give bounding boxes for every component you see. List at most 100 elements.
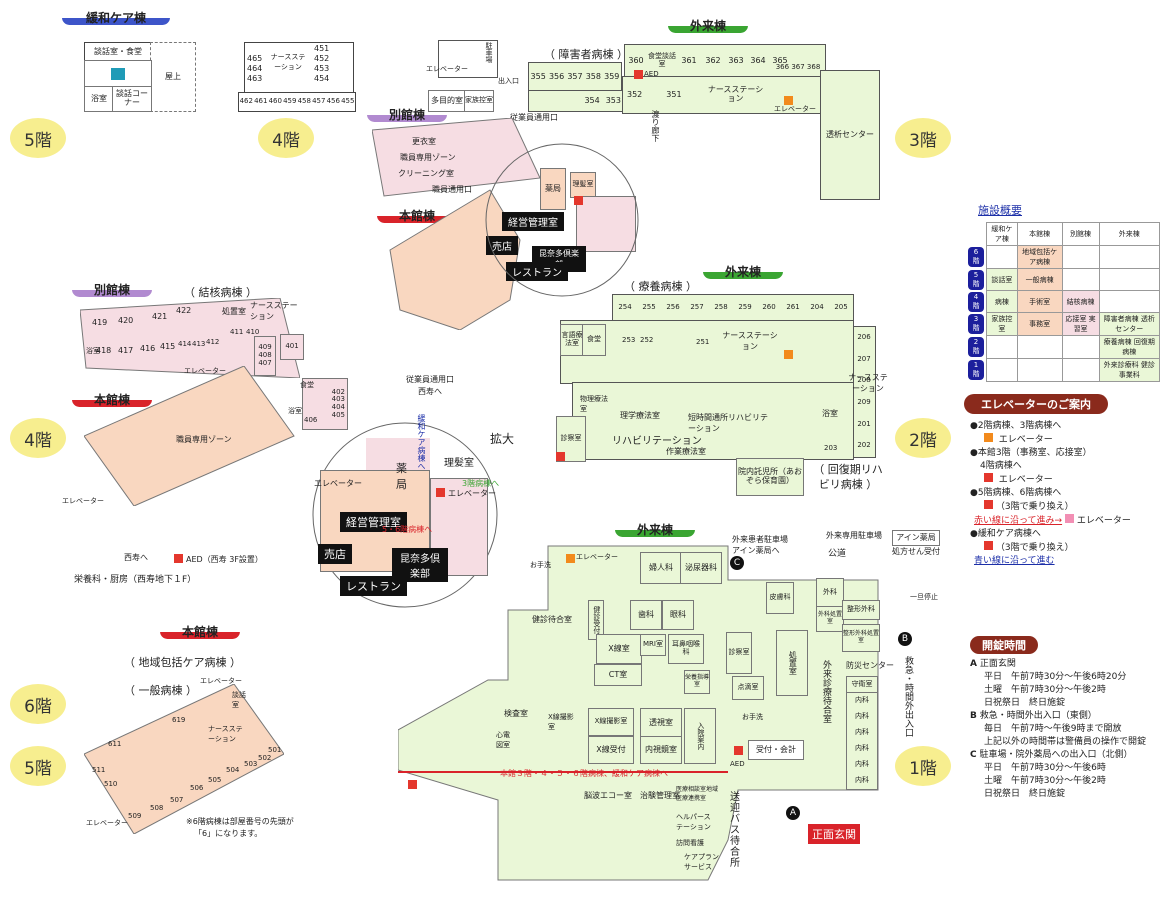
dental: 歯科 xyxy=(630,600,662,630)
room-503: 503 xyxy=(244,760,258,768)
room-257: 257 xyxy=(690,303,704,312)
cleaning-room: クリーニング室 xyxy=(398,169,454,178)
internal-4: 内科 xyxy=(855,744,869,753)
kitchen-label: 栄養科・厨房（西寿地下１F） xyxy=(74,575,197,585)
floor-badge-4f-honkan: 4階 xyxy=(10,418,66,458)
hours-a-title: 正面玄関 xyxy=(979,659,1016,669)
floor-badge-1f: 1階 xyxy=(895,746,951,786)
shop-zoom: 売店 xyxy=(318,544,352,564)
staff-entrance-3f-2: 職員通用口 xyxy=(432,185,472,194)
honkan-6f-shape xyxy=(84,684,284,834)
ain-reception: 処方せん受付 xyxy=(892,547,940,556)
overview-row-3f: 3階家族控室事務室応接室 実習室障害者病棟 透析センター xyxy=(966,312,1160,336)
label-bekkan-3f: 別館棟 xyxy=(367,107,447,122)
room-505: 505 xyxy=(208,776,222,784)
elevator-1f-label: エレベーター xyxy=(576,553,618,561)
aed-3f-label: AED xyxy=(644,70,659,78)
room-415: 415 xyxy=(160,342,176,351)
room-252: 252 xyxy=(640,336,654,344)
ain-pharmacy: アイン薬局 xyxy=(892,530,940,546)
overview-table: 緩和ケア棟 本館棟 別館棟 外来棟 6階地域包括ケア病棟 5階談話室一般病棟 4… xyxy=(966,222,1160,382)
main-entrance-label[interactable]: 正面玄関 xyxy=(808,824,860,844)
multipurpose-room: 多目的室 xyxy=(428,90,466,112)
room-451: 451 xyxy=(314,44,330,53)
hours-title: 開錠時間 xyxy=(970,636,1038,654)
elevator-3f-honkan[interactable] xyxy=(574,196,583,205)
short-rehab: 短時間通所リハビリテーション xyxy=(688,413,768,433)
room-357: 357 xyxy=(567,71,583,81)
gairai-parking: 外来専用駐車場 xyxy=(826,531,882,540)
room-422: 422 xyxy=(176,306,192,315)
room-416: 416 xyxy=(140,344,156,353)
gairai-1f-shape xyxy=(398,545,879,881)
room-611: 611 xyxy=(108,740,122,748)
orthopedics: 整形外科 xyxy=(842,600,880,620)
room-208: 208 xyxy=(857,376,871,385)
overview-row-5f: 5階談話室一般病棟 xyxy=(966,268,1160,291)
to-ward-56-label: 5・6階病棟へ xyxy=(382,525,433,534)
honkan-4f-shape xyxy=(84,366,295,506)
elevator-zoom[interactable] xyxy=(436,488,445,497)
nurse-station-4f-b: ナースステーション xyxy=(250,301,298,321)
room-260: 260 xyxy=(762,303,776,312)
med-coord: 医療相談室地域医療連携室 xyxy=(676,786,719,802)
xray-room: X線室 xyxy=(596,634,642,664)
room-455: 455 xyxy=(341,97,355,106)
room-510: 510 xyxy=(104,780,118,788)
to-ain-pharmacy: 外来患者駐車場アイン薬局へ xyxy=(732,535,788,555)
room-464: 464 xyxy=(247,64,263,73)
room-258: 258 xyxy=(714,303,728,312)
trial-room: 治験管理室 xyxy=(640,791,680,800)
room-354: 354 xyxy=(584,95,600,105)
restaurant-3f: レストラン xyxy=(506,262,568,281)
treatment-room-4f: 処置室 xyxy=(222,307,246,316)
internal-3: 内科 xyxy=(855,760,869,769)
zoom-label: 拡大 xyxy=(490,432,515,446)
elevator-4f-label: エレベーター xyxy=(184,367,226,375)
hours-a-marker: A xyxy=(970,659,977,669)
elevator-2f-red[interactable] xyxy=(556,452,565,461)
elevator-area xyxy=(84,60,152,88)
floor-badge-5f: 5階 xyxy=(10,118,66,158)
overview-row-2f: 2階療養病棟 回復期病棟 xyxy=(966,335,1160,359)
overview-row-1f: 1階外来診療科 健診事業科 xyxy=(966,358,1160,382)
office-zoom: 経営管理室 xyxy=(340,512,407,532)
ward-label-6f-2: （ 一般病棟 ） xyxy=(124,684,197,697)
dining-2f: 食堂 xyxy=(582,324,606,356)
reception-cashier[interactable]: 受付・会計 xyxy=(748,740,804,760)
elevator-3f-gairai[interactable] xyxy=(784,96,793,105)
ophthalmology: 眼科 xyxy=(662,600,694,630)
aed-1f-label: AED xyxy=(730,760,745,768)
aed-4f-label: AED（西寿 3F設置） xyxy=(186,555,263,564)
overview-col-honkan: 本館棟 xyxy=(1016,222,1063,246)
ward-label-3f: （ 障害者病棟 ） xyxy=(544,48,628,61)
dining-room: 談話室・食堂 xyxy=(84,42,152,62)
marker-b: B xyxy=(898,632,912,646)
kanwa-path-label: 緩和ケア病棟へ xyxy=(417,414,426,470)
staff-entrance-3f: 従業員通用口 xyxy=(510,113,558,122)
elevator-1f-red[interactable] xyxy=(408,780,417,789)
elev-guide-orange-marker xyxy=(984,433,993,443)
room-461: 461 xyxy=(254,97,268,106)
floor-badge-2f: 2階 xyxy=(895,418,951,458)
room-507: 507 xyxy=(170,796,184,804)
room-352: 352 xyxy=(627,89,643,99)
dermatology: 皮膚科 xyxy=(766,582,794,614)
room-256: 256 xyxy=(666,303,680,312)
toilet-1f-b: お手洗 xyxy=(742,713,763,721)
elevator-4f-label-b: エレベーター xyxy=(62,497,104,505)
elevator-zoom-label-b: エレベーター xyxy=(448,489,496,498)
room-412: 412 xyxy=(206,338,220,346)
waiting-area: 外来診療待合室 xyxy=(821,660,831,723)
room-452: 452 xyxy=(314,54,330,63)
elevator-1f[interactable] xyxy=(566,554,575,563)
elevator-2f[interactable] xyxy=(784,350,793,359)
elevator-6f-label-b: エレベーター xyxy=(86,819,128,827)
room-209: 209 xyxy=(857,397,871,406)
ward-direction-sign: 本館３階・４・５・６階病棟、緩和ケア病棟へ xyxy=(500,769,668,778)
floor-badge-4f: 4階 xyxy=(258,118,314,158)
elevator-guide-title: エレベーターのご案内 xyxy=(964,394,1108,414)
